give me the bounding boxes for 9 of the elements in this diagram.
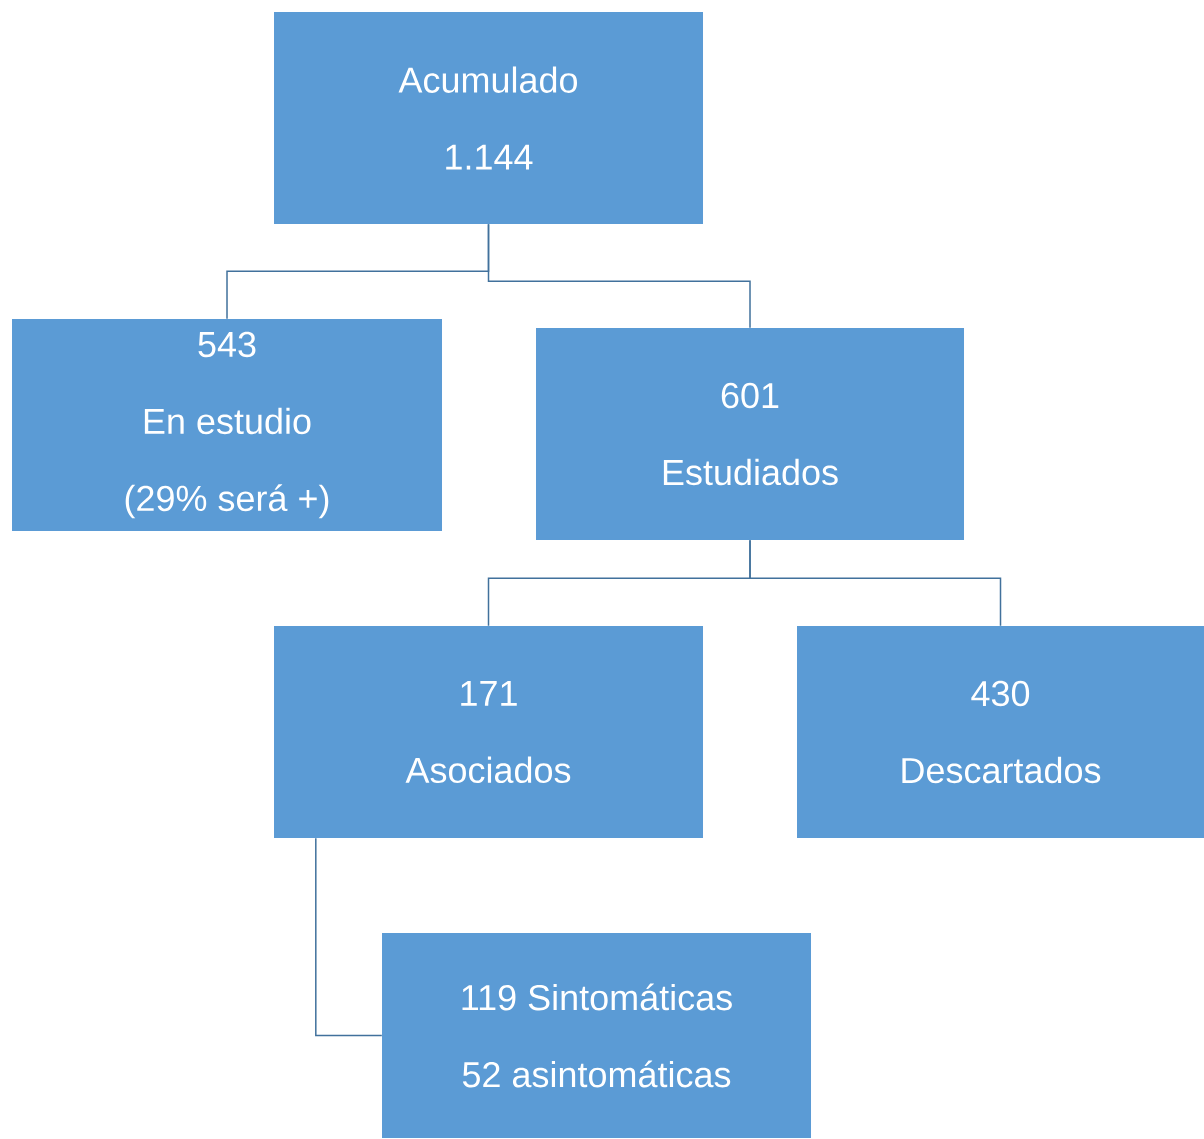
process-box: 171 Asociados [274,626,703,838]
process-box: 601 Estudiados [536,328,964,540]
connector [487,223,751,329]
process-box: 119 Sintomáticas 52 asintomáticas [382,933,811,1138]
process-box: Acumulado 1.144 [274,12,703,224]
connector [315,837,383,1037]
process-box: 430 Descartados [797,626,1204,838]
connector [749,539,1002,627]
process-box: 543 En estudio (29% será +) [12,319,442,531]
